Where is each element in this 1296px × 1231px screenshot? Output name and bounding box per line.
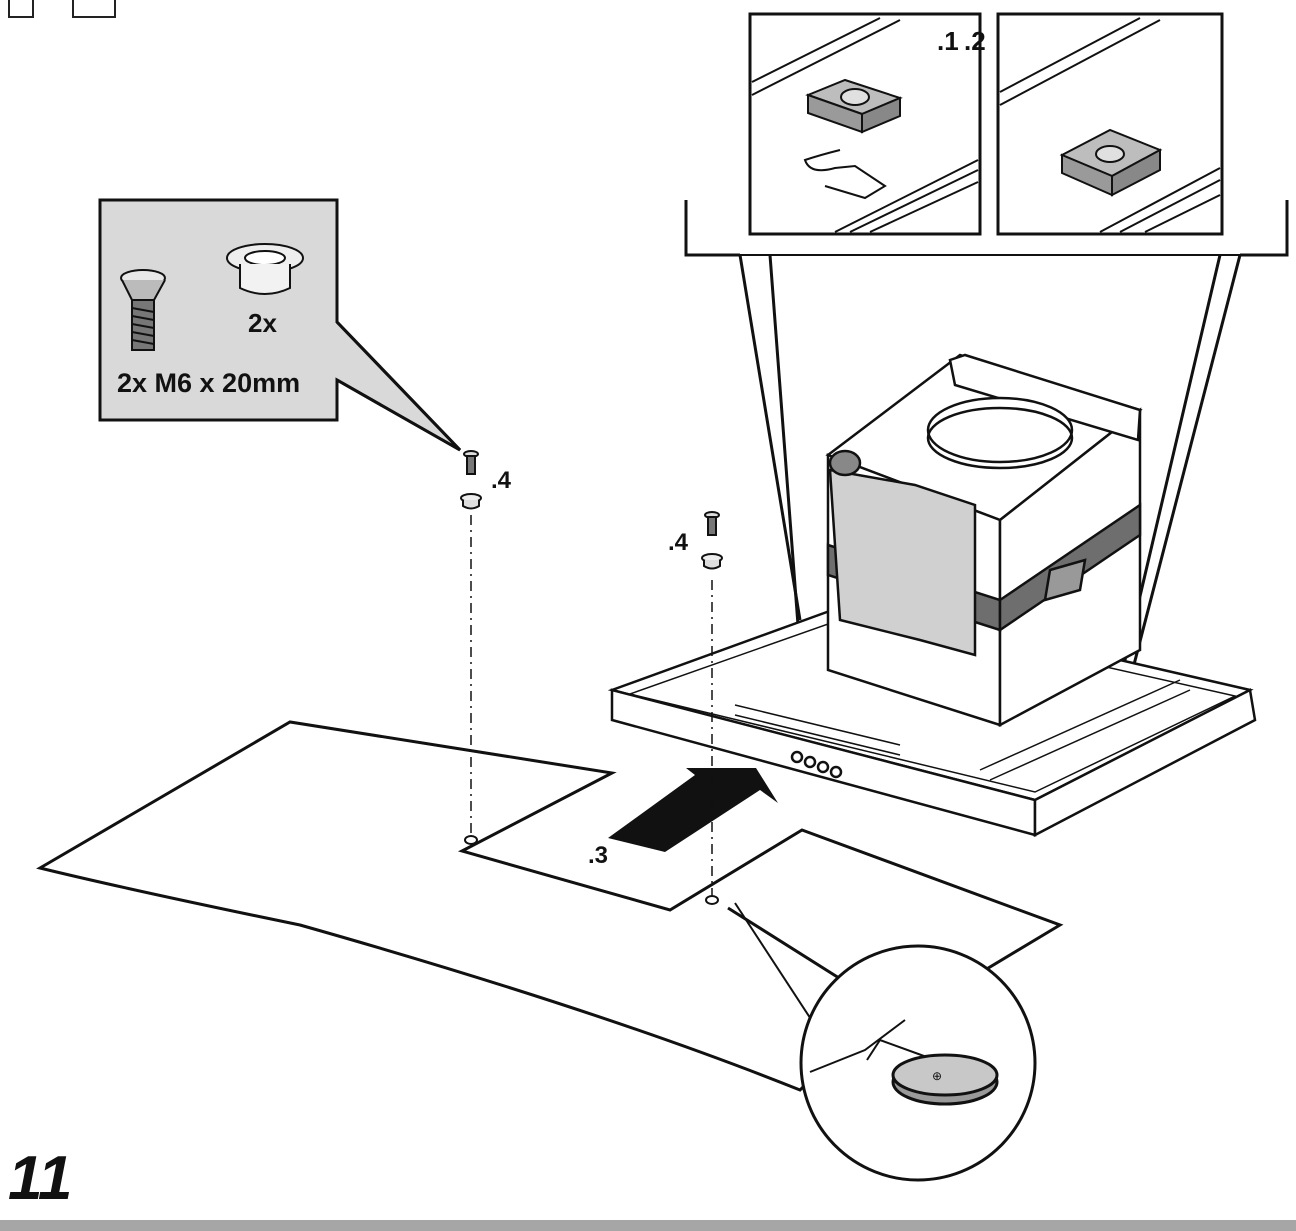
step-number: 11	[8, 1144, 73, 1213]
slide-direction-arrow	[608, 768, 778, 852]
washer-icon	[226, 243, 304, 295]
svg-text:⊕: ⊕	[932, 1069, 942, 1083]
clip-nut-unfitted	[803, 78, 903, 200]
screw-quantity-label: 2x M6 x 20mm	[117, 368, 300, 398]
washer-quantity-label: 2x	[248, 308, 277, 338]
label-step-4-right: .4	[668, 529, 689, 556]
screw-left	[460, 450, 482, 845]
hood-clamp-icon	[8, 0, 34, 18]
box-icon	[72, 0, 116, 18]
label-step-1: .1	[937, 26, 959, 56]
screw-icon	[120, 269, 166, 351]
screw-right	[701, 511, 723, 905]
hood-motor-box	[825, 353, 1143, 728]
label-step-4-left: .4	[491, 467, 512, 494]
parts-callout	[98, 198, 462, 452]
magnifier-callout: ⊕	[727, 902, 1037, 1182]
clip-nut-fitted	[1059, 128, 1163, 197]
detail-frame-right	[996, 12, 1224, 236]
footer-bar	[0, 1220, 1296, 1231]
label-step-2: .2	[964, 26, 986, 56]
label-step-3: .3	[588, 842, 608, 869]
detail-bracket	[684, 200, 1289, 691]
